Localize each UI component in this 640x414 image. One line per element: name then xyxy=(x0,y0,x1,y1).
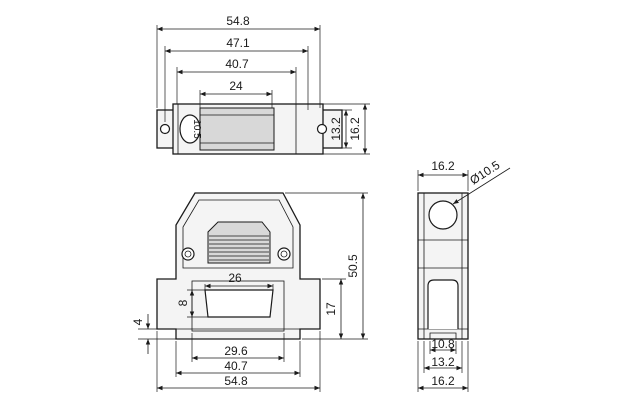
top-view-cable-hole-label: 10.5 xyxy=(191,119,202,139)
dim-front-body-width: 40.7 xyxy=(224,359,248,373)
dim-front-lower-height: 17 xyxy=(324,302,338,316)
dim-front-opening-width: 26 xyxy=(228,271,242,285)
side-view-cable-hole xyxy=(428,200,458,230)
dim-front-total-height: 50.5 xyxy=(346,254,360,278)
dim-front-overall-width: 54.8 xyxy=(224,374,248,388)
dim-front-inner-width: 29.6 xyxy=(224,344,248,358)
top-view-screw-hole-left xyxy=(159,123,171,135)
dim-top-body-height: 16.2 xyxy=(348,117,362,141)
dim-side-hole-diameter: Ø10.5 xyxy=(467,158,502,188)
front-view-connector-opening xyxy=(204,289,274,318)
front-view-cable-clamp xyxy=(207,221,271,264)
top-view-center-section xyxy=(199,107,275,151)
dim-front-flange-thickness: 4 xyxy=(131,318,145,325)
side-view-connector-slot xyxy=(427,279,459,329)
dim-side-bottom-width: 16.2 xyxy=(431,374,455,388)
top-view: 10.5 54.8 47.1 40.7 24 13.2 16.2 xyxy=(156,14,370,155)
front-view-screw-left xyxy=(181,247,195,261)
dim-top-hole-spacing: 47.1 xyxy=(226,36,250,50)
dim-front-opening-height: 8 xyxy=(176,299,190,306)
front-view: 26 8 50.5 17 4 29.6 40.7 54.8 xyxy=(131,192,368,392)
dim-side-top-width: 16.2 xyxy=(431,159,455,173)
dim-top-body-width: 40.7 xyxy=(225,57,249,71)
side-view: 16.2 Ø10.5 10.8 13.2 16.2 xyxy=(417,158,511,392)
top-view-cable-exit xyxy=(179,114,201,144)
dim-top-flange-height: 13.2 xyxy=(329,117,343,141)
front-view-outline xyxy=(156,192,321,340)
dim-side-inner-width: 10.8 xyxy=(431,337,455,351)
dim-top-center-width: 24 xyxy=(229,79,243,93)
front-view-screw-right xyxy=(277,247,291,261)
dim-top-overall-width: 54.8 xyxy=(226,14,250,28)
dim-side-mid-width: 13.2 xyxy=(431,355,455,369)
top-view-screw-hole-right xyxy=(316,123,328,135)
